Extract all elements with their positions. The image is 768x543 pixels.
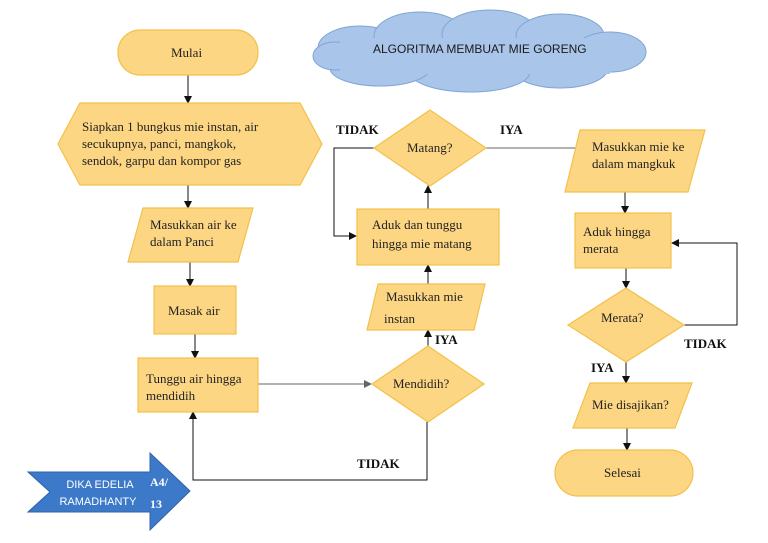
end-label: Selesai xyxy=(604,465,641,480)
node-is-mixed-shape xyxy=(566,287,686,363)
is-boiling-label: Mendidih? xyxy=(393,376,450,391)
edge-cooked-no xyxy=(333,147,374,240)
edge-mixed-no xyxy=(671,239,738,326)
boiling-no-label: TIDAK xyxy=(357,456,400,471)
boil-label: Masak air xyxy=(168,303,220,318)
node-pour-shape xyxy=(127,207,254,263)
edge-boiling-no xyxy=(189,411,428,481)
prepare-label-line1: Siapkan 1 bungkus mie instan, air xyxy=(82,119,259,134)
pour-label-line2: dalam Panci xyxy=(150,234,214,249)
is-mixed-label: Merata? xyxy=(601,310,644,325)
mixed-no-label: TIDAK xyxy=(684,336,727,351)
diagram-title: ALGORITMA MEMBUAT MIE GORENG xyxy=(373,42,587,56)
node-boil-shape xyxy=(153,285,237,335)
cooked-no-label: TIDAK xyxy=(336,122,379,137)
author-code-line2: 13 xyxy=(150,497,162,511)
connectors xyxy=(184,75,738,481)
is-cooked-label: Matang? xyxy=(407,140,453,155)
stir-cook-label-line1: Aduk dan tunggu xyxy=(372,217,463,232)
add-noodle-label-line2: instan xyxy=(384,311,416,326)
stir-mix-label-line2: merata xyxy=(583,241,619,256)
to-bowl-label-line2: dalam mangkuk xyxy=(592,156,676,171)
boiling-yes-label: IYA xyxy=(435,332,458,347)
prepare-label-line2: secukupnya, panci, mangkok, xyxy=(82,136,237,151)
node-is-cooked-shape xyxy=(372,109,488,187)
cooked-yes-label: IYA xyxy=(500,122,523,137)
node-is-boiling-shape xyxy=(370,345,486,423)
author-badge-arrow xyxy=(26,451,191,532)
start-label: Mulai xyxy=(171,45,203,60)
prepare-label-line3: sendok, garpu dan kompor gas xyxy=(82,153,242,168)
author-code-line1: A4/ xyxy=(150,475,168,489)
node-start-shape xyxy=(117,29,259,76)
stir-mix-label-line1: Aduk hingga xyxy=(583,224,651,239)
author-name-line1: DIKA EDELIA xyxy=(66,479,134,491)
node-add-noodle-shape xyxy=(366,283,486,331)
wait-label-line2: mendidih xyxy=(146,388,196,403)
node-stir-mix-shape xyxy=(574,212,672,269)
node-prepare-shape xyxy=(57,102,323,186)
author-name-line2: RAMADHANTY xyxy=(59,496,137,508)
mixed-yes-label: IYA xyxy=(591,360,614,375)
node-end-shape xyxy=(554,449,694,497)
node-stir-cook-shape xyxy=(356,208,500,266)
node-serve-shape xyxy=(572,382,693,429)
serve-label: Mie disajikan? xyxy=(592,397,669,412)
node-to-bowl-shape xyxy=(564,129,706,193)
add-noodle-label-line1: Masukkan mie xyxy=(386,289,463,304)
node-wait-shape xyxy=(137,357,259,413)
to-bowl-label-line1: Masukkan mie ke xyxy=(592,139,685,154)
stir-cook-label-line2: hingga mie matang xyxy=(372,236,472,251)
pour-label-line1: Masukkan air ke xyxy=(150,217,237,232)
wait-label-line1: Tunggu air hingga xyxy=(146,371,242,386)
